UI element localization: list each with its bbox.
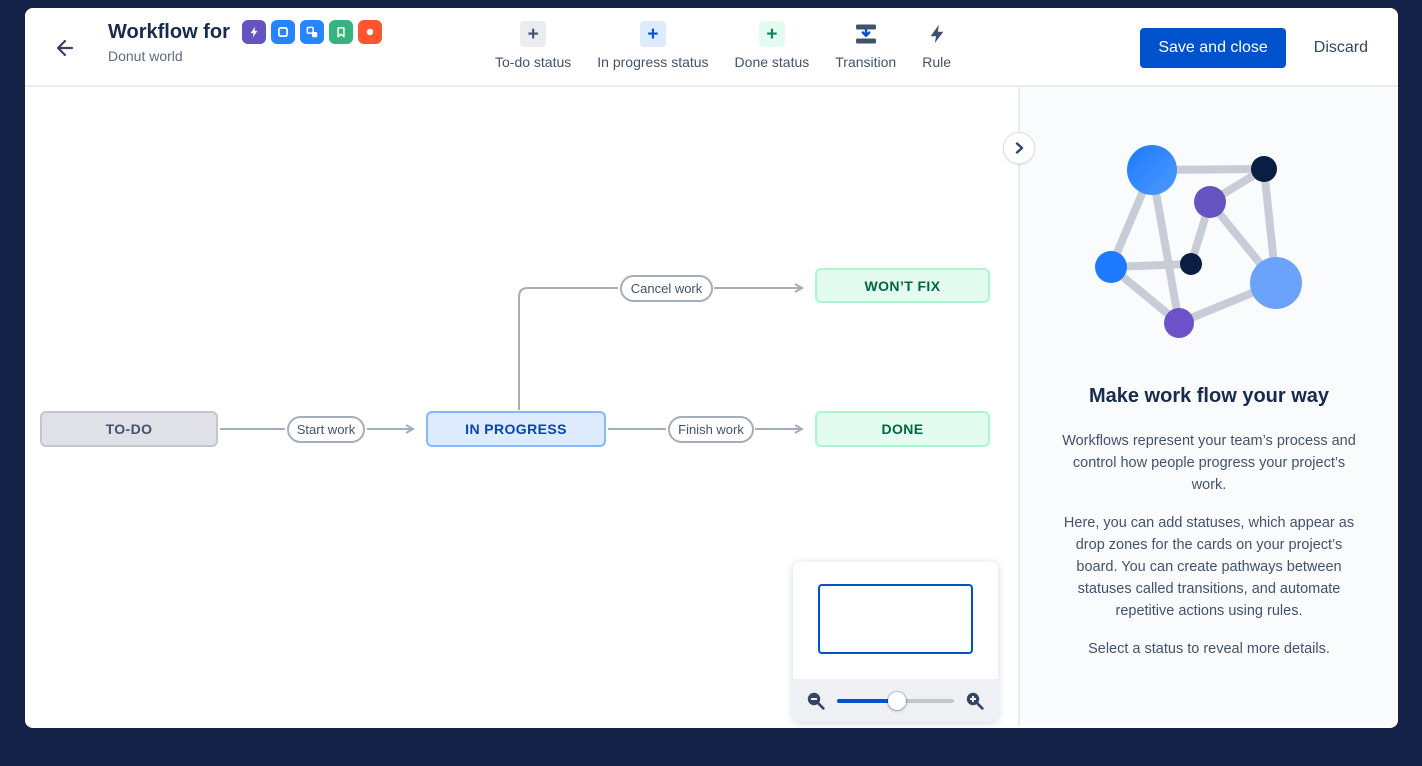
slider-handle[interactable]	[887, 691, 906, 710]
transition-pill-cancel-work[interactable]: Cancel work	[620, 275, 713, 302]
lightning-icon	[924, 21, 950, 47]
chevron-right-icon	[1015, 142, 1024, 154]
plus-icon: +	[520, 21, 547, 47]
minimap-viewport[interactable]	[818, 584, 973, 654]
status-node-wont-fix[interactable]: WON’T FIX	[815, 268, 990, 303]
zoom-out-icon	[807, 692, 825, 710]
minimap	[793, 562, 998, 722]
page-title: Workflow for	[108, 20, 230, 43]
transition-icon	[853, 21, 879, 47]
status-node-in-progress[interactable]: IN PROGRESS	[426, 411, 606, 447]
add-transition-button[interactable]: Transition	[835, 21, 896, 70]
main-area: TO-DO IN PROGRESS DONE WON’T FIX Start w…	[25, 87, 1398, 726]
network-illustration	[1074, 137, 1344, 357]
add-done-status-button[interactable]: + Done status	[735, 21, 809, 70]
workflow-editor-window: Workflow for	[25, 8, 1398, 728]
collapse-panel-button[interactable]	[1003, 132, 1035, 164]
zoom-out-button[interactable]	[805, 690, 827, 712]
zoom-slider[interactable]	[837, 691, 954, 710]
save-and-close-button[interactable]: Save and close	[1140, 28, 1286, 68]
header-actions: Save and close Discard	[1140, 28, 1368, 68]
bug-icon	[357, 20, 382, 44]
status-node-done[interactable]: DONE	[815, 411, 990, 447]
back-button[interactable]	[49, 32, 81, 64]
project-name: Donut world	[108, 48, 183, 64]
panel-paragraph: Workflows represent your team’s process …	[1062, 433, 1356, 493]
plus-icon: +	[639, 21, 666, 47]
zoom-in-icon	[966, 692, 984, 710]
panel-paragraph: Here, you can add statuses, which appear…	[1063, 515, 1355, 619]
zoom-in-button[interactable]	[964, 690, 986, 712]
subtask-icon	[299, 20, 324, 44]
toolbar: + To-do status + In progress status + Do…	[495, 21, 951, 70]
transition-pill-finish-work[interactable]: Finish work	[668, 416, 754, 443]
node-big-blue	[1127, 145, 1177, 195]
slider-fill	[837, 698, 897, 703]
panel-paragraph: Select a status to reveal more details.	[1088, 641, 1330, 657]
epic-icon	[241, 20, 266, 44]
arrow-left-icon	[56, 39, 74, 57]
add-rule-button[interactable]: Rule	[922, 21, 951, 70]
story-icon	[328, 20, 353, 44]
details-panel: Make work flow your way Workflows repres…	[1003, 87, 1398, 726]
discard-button[interactable]: Discard	[1313, 39, 1368, 56]
transition-edges	[220, 283, 805, 434]
zoom-bar	[793, 679, 998, 722]
workflow-canvas[interactable]: TO-DO IN PROGRESS DONE WON’T FIX Start w…	[25, 87, 1018, 726]
title-block: Workflow for	[108, 20, 382, 64]
add-in-progress-status-button[interactable]: + In progress status	[597, 21, 709, 70]
issue-type-icons	[241, 20, 382, 44]
panel-heading: Make work flow your way	[1088, 385, 1330, 407]
task-icon	[270, 20, 295, 44]
plus-icon: +	[758, 21, 785, 47]
status-node-todo[interactable]: TO-DO	[40, 411, 218, 447]
transition-pill-start-work[interactable]: Start work	[287, 416, 365, 443]
header: Workflow for	[25, 8, 1398, 87]
add-todo-status-button[interactable]: + To-do status	[495, 21, 571, 70]
